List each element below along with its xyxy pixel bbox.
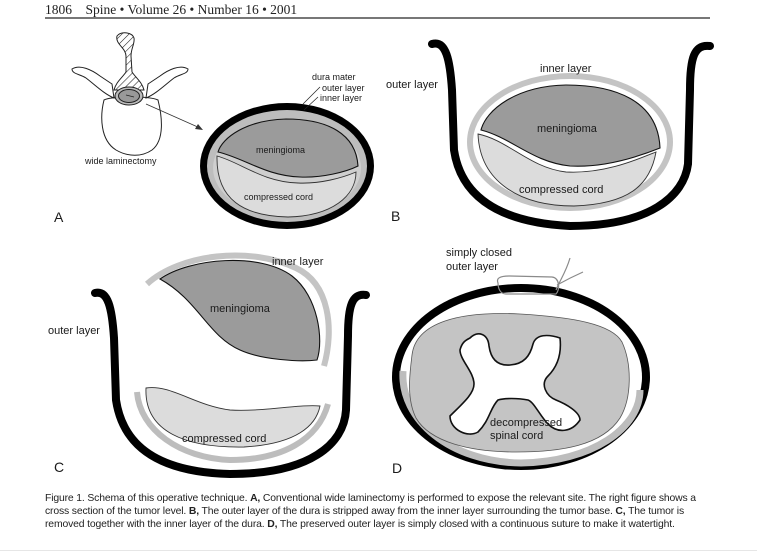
caption-key-d: D, <box>267 519 278 531</box>
caption-key-a: A, <box>250 493 261 504</box>
panel-letter-c: C <box>54 459 64 475</box>
outer-layer-stripped <box>428 39 714 231</box>
compressed-cord <box>477 133 657 207</box>
tumor-label: meningioma <box>537 123 598 135</box>
vertebra-drawing <box>71 32 189 156</box>
caption-text-d: The preserved outer layer is simply clos… <box>277 519 675 531</box>
panel-letter-b: B <box>391 208 400 224</box>
inner-layer-remnant <box>134 391 331 464</box>
compressed-cord <box>145 387 321 448</box>
page-number: 1806 <box>45 2 72 17</box>
meningioma-shape <box>158 259 321 362</box>
vertebral-body <box>101 96 162 156</box>
panel-c: inner layer outer layer meningioma compr… <box>48 252 370 479</box>
closure-label-line-1: simply closed <box>446 247 512 259</box>
panel-a: wide laminectomy meningioma compressed c… <box>54 32 374 229</box>
compressed-cord <box>216 155 357 218</box>
arrow-head-icon <box>195 124 203 130</box>
inner-layer-label: inner layer <box>272 256 324 268</box>
spinous-process <box>113 32 145 91</box>
page-edge <box>0 550 757 551</box>
meningioma-shape <box>480 84 661 167</box>
panel-letter-d: D <box>392 460 402 476</box>
outer-layer-label: outer layer <box>386 79 438 91</box>
caption-text-a: Conventional wide laminectomy is perform… <box>45 493 696 518</box>
caption-text-b: The outer layer of the dura is stripped … <box>199 506 616 518</box>
cord-label: compressed cord <box>182 433 266 445</box>
outer-layer-label: outer layer <box>48 325 100 337</box>
panel-d: decompressed spinal cord simply closed o… <box>392 247 650 476</box>
journal-citation: Spine • Volume 26 • Number 16 • 2001 <box>85 2 298 17</box>
inner-layer-label: inner layer <box>540 63 592 75</box>
cord-label: compressed cord <box>519 184 603 196</box>
tumor-label: meningioma <box>256 145 305 155</box>
caption-key-c: C, <box>615 506 626 518</box>
outer-layer-label: outer layer <box>322 83 365 93</box>
cord-label-line-1: decompressed <box>490 417 562 429</box>
suture-icon <box>496 257 584 295</box>
panel-letter-a: A <box>54 209 64 225</box>
cord-label-line-2: spinal cord <box>490 430 543 442</box>
closure-label-line-2: outer layer <box>446 261 498 273</box>
header-rule <box>45 17 710 19</box>
inner-layer-leader <box>303 96 319 111</box>
transverse-process-left <box>71 66 115 99</box>
outer-layer-leader <box>302 86 321 105</box>
caption-text-c: The tumor is removed together with the i… <box>45 506 685 531</box>
inner-layer-removed <box>144 252 332 367</box>
meningioma-shape <box>217 118 359 178</box>
panel-b: inner layer outer layer meningioma compr… <box>386 39 714 231</box>
gray-matter-butterfly <box>449 333 581 435</box>
vertebra-caption: wide laminectomy <box>84 156 157 166</box>
inner-layer-label: inner layer <box>320 93 362 103</box>
caption-intro: Figure 1. Schema of this operative techn… <box>45 493 251 504</box>
cord-label: compressed cord <box>244 192 313 202</box>
tumor-label: meningioma <box>210 303 271 315</box>
transverse-process-right <box>145 66 189 99</box>
pointer-arrow <box>145 103 201 129</box>
figure-caption: Figure 1. Schema of this operative techn… <box>45 492 715 532</box>
outer-layer-stripped <box>91 288 370 479</box>
dura-label: dura mater <box>312 72 356 82</box>
caption-key-b: B, <box>188 506 199 518</box>
running-header: 1806 Spine • Volume 26 • Number 16 • 200… <box>45 2 297 18</box>
